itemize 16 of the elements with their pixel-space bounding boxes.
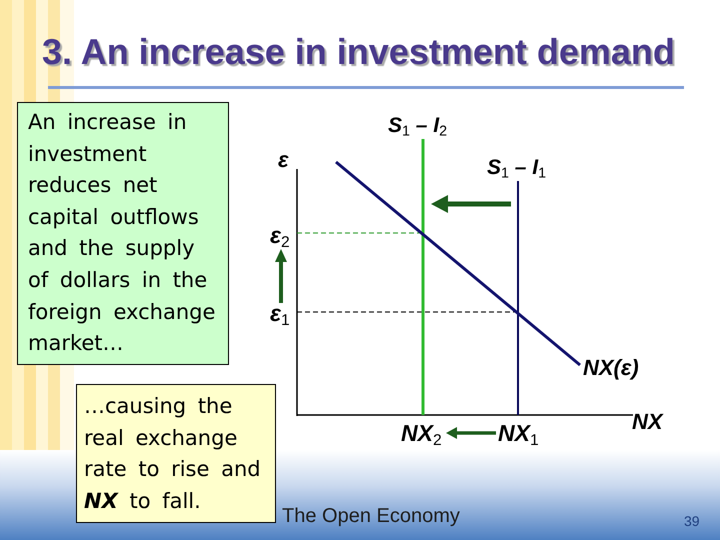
callout-text: An increase in investment reduces net capital outflows and the supply of dollars in the foreign exchange market… <box>28 109 216 358</box>
page-number: 39 <box>684 514 700 528</box>
tick-label: ε$_{1}$ <box>270 302 290 329</box>
curve-label: S$_{1}$ – I$_{2}$ <box>388 115 448 139</box>
curve-label: NX(ε) <box>583 357 639 379</box>
tick-label: ε$_{2}$ <box>270 224 290 251</box>
tick-label: NX$_{1}$ <box>498 422 539 449</box>
callout-box <box>17 102 229 365</box>
footer-text: The Open Economy <box>282 506 460 526</box>
curve-label: S$_{1}$ – I$_{1}$ <box>487 157 546 181</box>
callout-text: …causing the real exchange rate to rise and NX to fall. <box>84 393 262 515</box>
slide-title: 3. An increase in investment demand <box>42 34 675 70</box>
tick-label: NX$_{2}$ <box>401 422 442 449</box>
axis-label: NX <box>632 411 663 433</box>
axis-label: ε <box>278 149 289 171</box>
callout-box <box>76 384 276 523</box>
